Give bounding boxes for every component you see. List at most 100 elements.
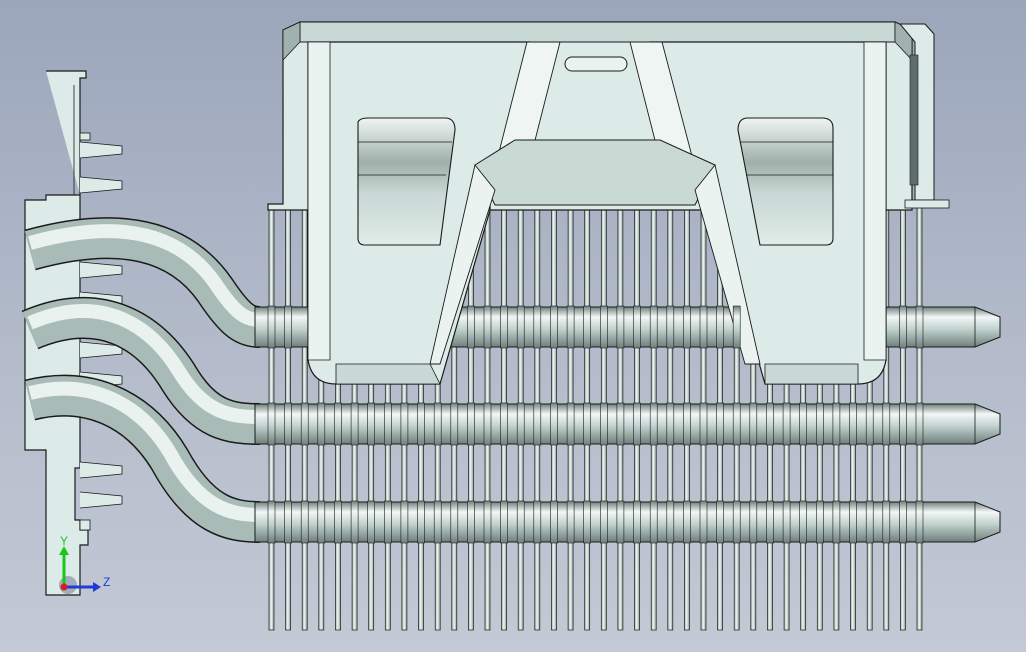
pipe-fin-collar <box>516 305 525 349</box>
pipe-fin-collar <box>467 402 475 446</box>
pipe-fin-collar <box>400 402 409 446</box>
pipe-fin-collar <box>882 402 891 446</box>
pipe-fin-collar <box>649 402 658 446</box>
pipe-fin-collar <box>300 500 309 544</box>
pipe-fin-collar <box>666 305 675 349</box>
pipe-fin-collar <box>749 500 758 544</box>
pipe-fin-collar <box>865 402 874 446</box>
pipe-fin-collar <box>616 402 625 446</box>
pipe-fin-collar <box>383 500 392 544</box>
pipe-fin-collar <box>633 402 641 446</box>
pipe-fin-collar <box>666 500 675 544</box>
bracket-window-left <box>357 117 456 246</box>
pipe-fin-collar <box>849 402 857 446</box>
pipe-fin-collar <box>616 305 625 349</box>
pipe-fin-collar <box>799 402 808 446</box>
pipe-fin-collar <box>433 402 442 446</box>
pipe-fin-collar <box>865 500 874 544</box>
pipe-fin-collar <box>766 402 774 446</box>
pipe-fin-collar <box>583 500 592 544</box>
pipe-fin-collar <box>699 500 708 544</box>
fan-bracket[interactable] <box>267 21 950 385</box>
pipe-fin-collar <box>633 500 641 544</box>
pipe-fin-collar <box>599 305 608 349</box>
pipe-fin-collar <box>483 402 492 446</box>
pipe-fin-collar <box>317 402 326 446</box>
base-comb-tooth <box>79 341 123 359</box>
pipe-fin-collar <box>267 500 276 544</box>
pipe-fin-collar <box>500 402 508 446</box>
pipe-fin-collar <box>732 500 741 544</box>
pipe-fin-collar <box>832 500 841 544</box>
base-comb-tooth <box>79 461 123 479</box>
pipe-fin-collar <box>882 500 891 544</box>
pipe-fin-collar <box>400 500 409 544</box>
pipe-fin-collar <box>300 402 309 446</box>
pipe-fin-collar <box>334 500 342 544</box>
pipe-fin-collar <box>716 500 724 544</box>
pipe-fin-collar <box>683 305 691 349</box>
pipe-fin-collar <box>683 402 691 446</box>
pipe-fin-collar <box>433 500 442 544</box>
pipe-fin-collar <box>284 402 292 446</box>
axis-triad: Y Z <box>59 534 110 594</box>
pipe-fin-collar <box>849 500 857 544</box>
pipe-fin-collar <box>334 402 342 446</box>
pipe-fin-collar <box>616 500 625 544</box>
pipe-fin-collar <box>267 402 276 446</box>
base-comb-tooth <box>79 176 123 194</box>
pipe-fin-collar <box>500 305 508 349</box>
pipe-fin-collar <box>799 500 808 544</box>
pipe-fin-collar <box>483 305 492 349</box>
base-comb-tooth <box>79 141 123 159</box>
pipe-fin-collar <box>533 305 542 349</box>
pipe-fin-collar <box>583 305 592 349</box>
pipe-fin-collar <box>782 500 791 544</box>
pipe-fin-collar <box>566 500 575 544</box>
pipe-fin-collar <box>899 305 907 349</box>
pipe-fin-collar <box>699 402 708 446</box>
pipe-fin-collar <box>417 402 425 446</box>
pipe-fin-collar <box>899 500 907 544</box>
pipe-fin-collar <box>899 402 907 446</box>
pipe-fin-collar <box>267 305 276 349</box>
pipe-fin-collar <box>749 402 758 446</box>
pipe-fin-collar <box>450 402 459 446</box>
pipe-fin-collar <box>500 500 508 544</box>
pipe-fin-collar <box>832 402 841 446</box>
pipe-fin-collar <box>566 402 575 446</box>
pipe-fin-collar <box>716 305 724 349</box>
pipe-fin-collar <box>583 402 592 446</box>
pipe-fin-collar <box>649 500 658 544</box>
pipe-fin-collar <box>599 500 608 544</box>
pipe-fin-collar <box>533 402 542 446</box>
pipe-fin-collar <box>516 500 525 544</box>
pipe-fin-collar <box>450 500 459 544</box>
pipe-fin-collar <box>317 500 326 544</box>
heat-pipes-front <box>267 305 924 544</box>
pipe-fin-collar <box>350 500 359 544</box>
pipe-fin-collar <box>815 500 824 544</box>
pipe-fin-collar <box>566 305 575 349</box>
pipe-fin-collar <box>732 402 741 446</box>
pipe-fin-collar <box>699 305 708 349</box>
pipe-fin-collar <box>483 500 492 544</box>
pipe-fin-collar <box>284 305 292 349</box>
pipe-fin-collar <box>533 500 542 544</box>
pipe-fin-collar <box>417 500 425 544</box>
pipe-fin-collar <box>915 305 924 349</box>
pipe-fin-collar <box>284 500 292 544</box>
pipe-fin-collar <box>350 402 359 446</box>
base-comb-tooth <box>79 491 123 509</box>
pipe-fin-collar <box>666 402 675 446</box>
pipe-fin-collar <box>815 402 824 446</box>
pipe-fin-collar <box>467 305 475 349</box>
pipe-fin-collar <box>467 500 475 544</box>
pipe-fin-collar <box>766 500 774 544</box>
z-axis-label: Z <box>103 575 110 589</box>
pipe-fin-collar <box>915 402 924 446</box>
pipe-fin-collar <box>649 305 658 349</box>
pipe-fin-collar <box>550 402 558 446</box>
